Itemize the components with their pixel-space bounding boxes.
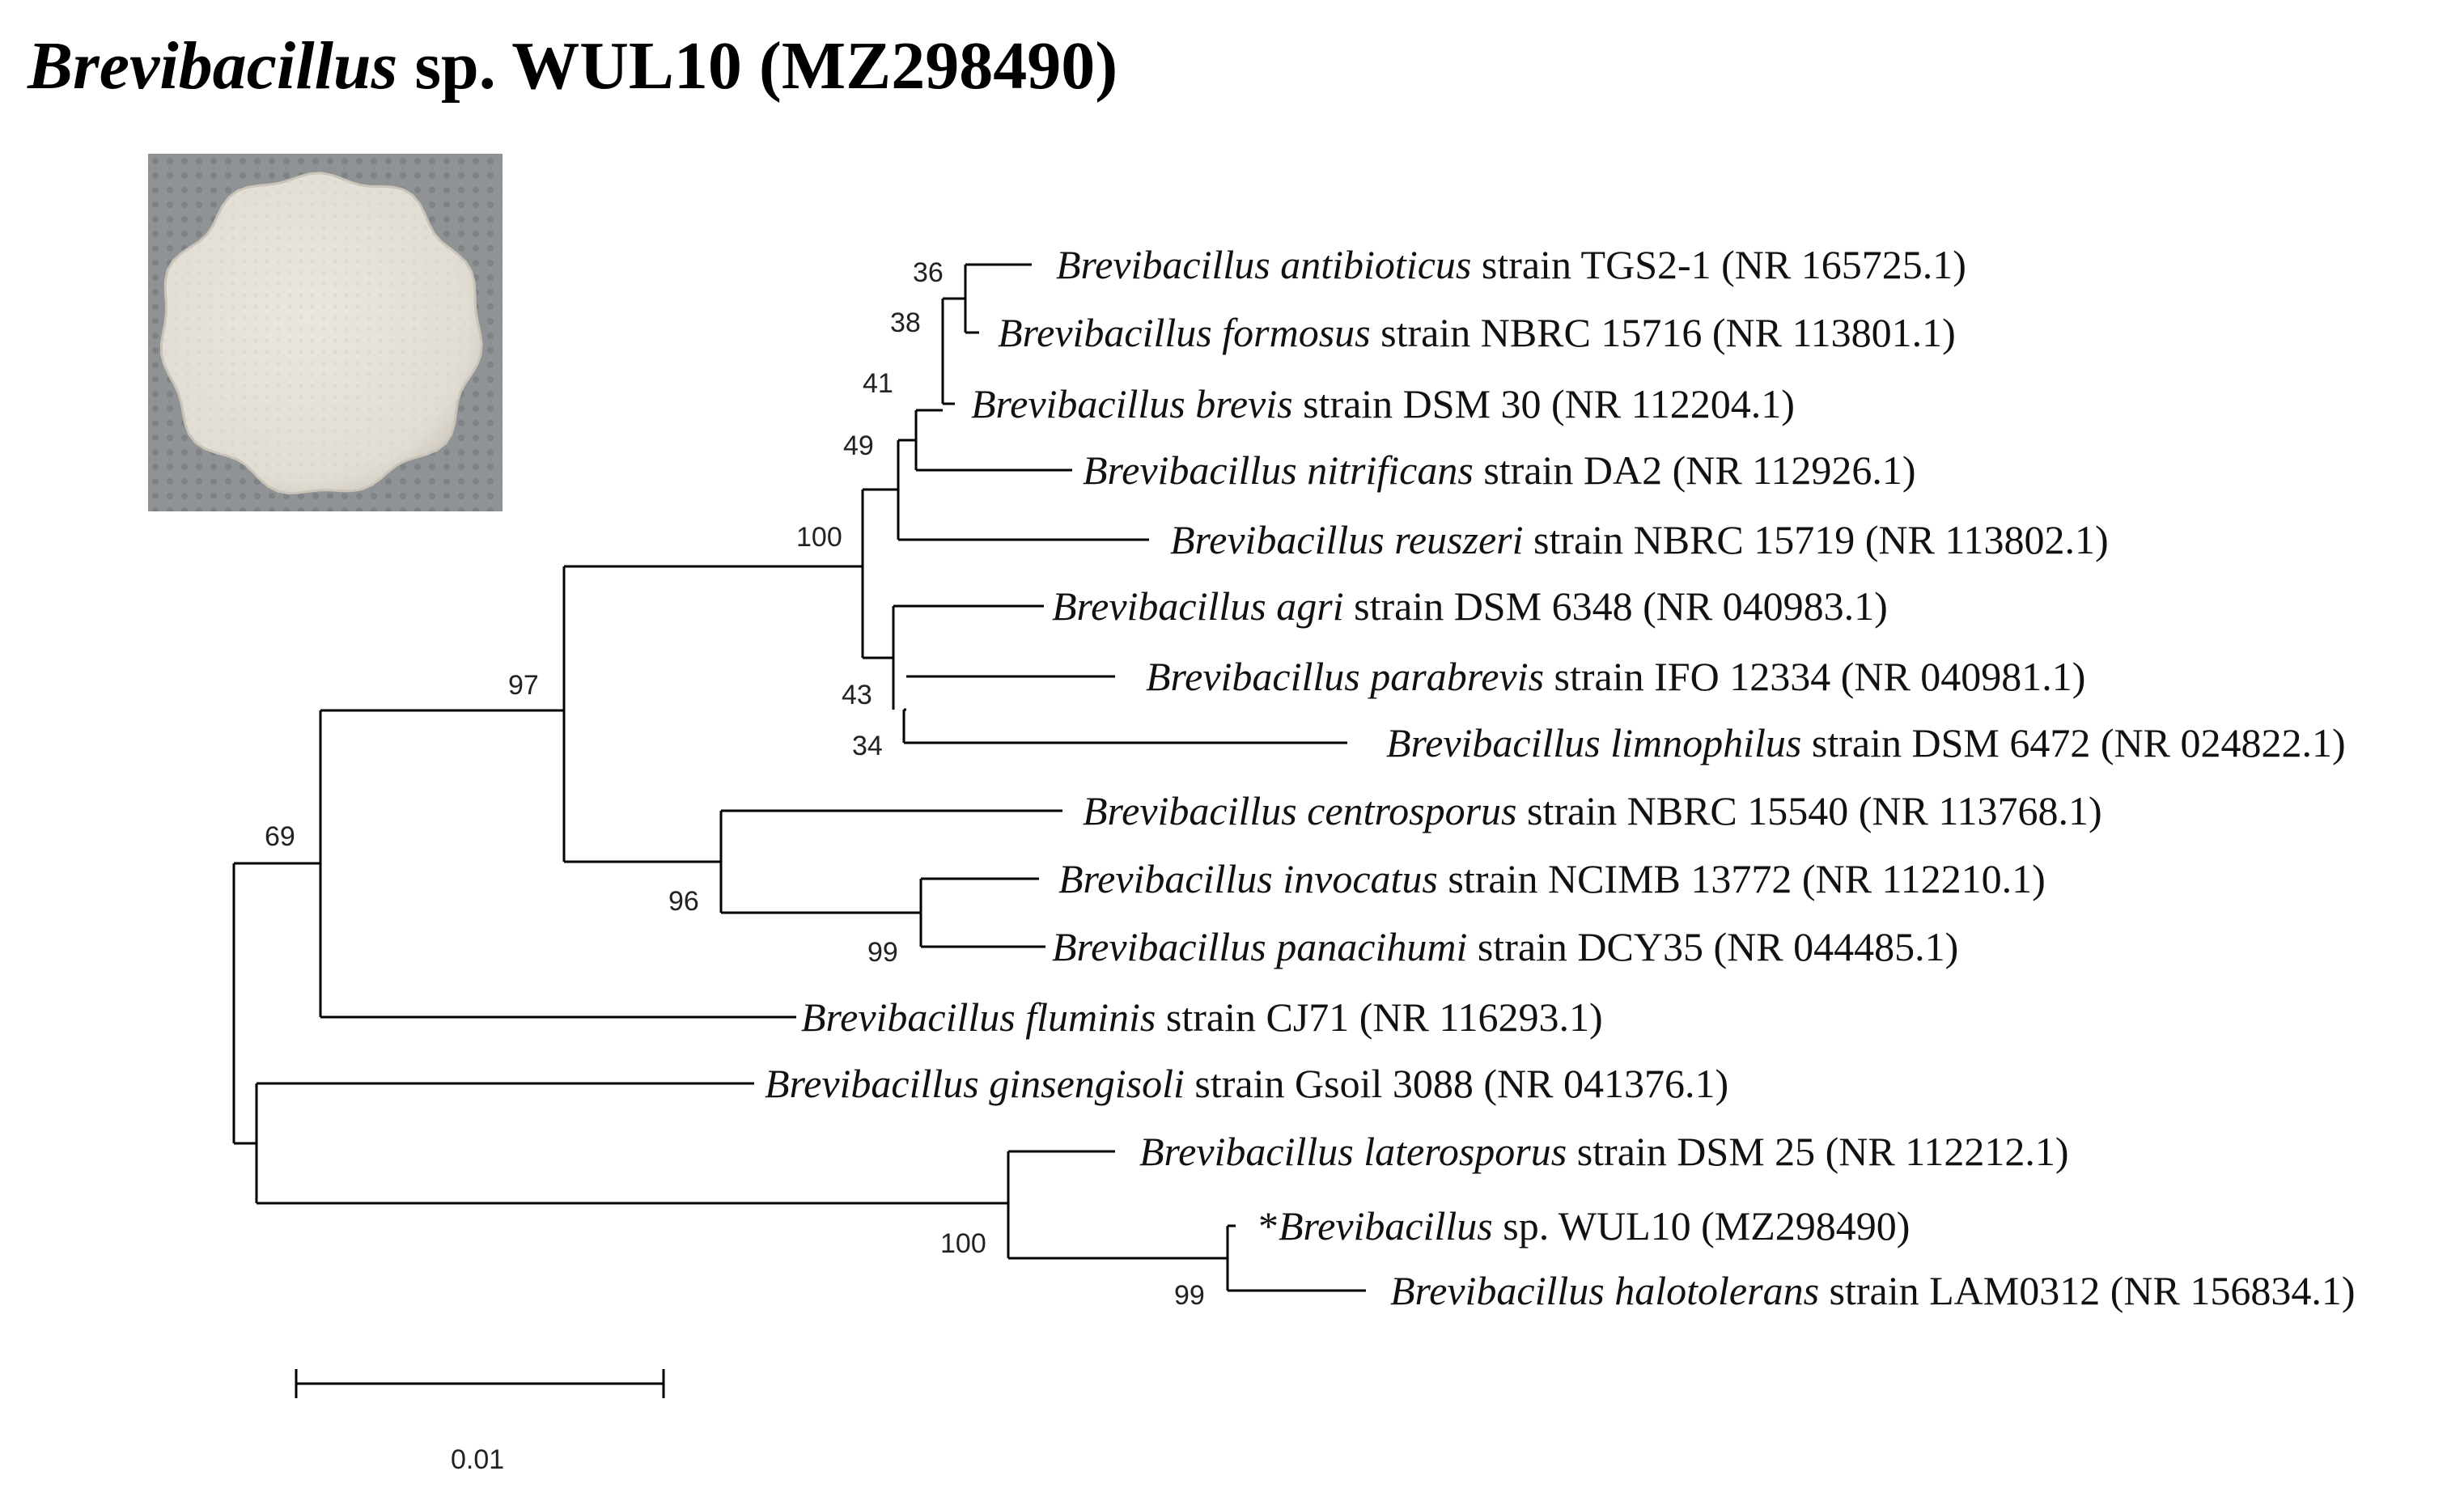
taxon-label-wul10: *Brevibacillus sp. WUL10 (MZ298490) [1258, 1203, 1910, 1249]
taxon-strain: strain DSM 6348 (NR 040983.1) [1344, 583, 1888, 629]
bootstrap-value: 99 [867, 937, 898, 968]
taxon-label-formosus: Brevibacillus formosus strain NBRC 15716… [998, 310, 1956, 355]
bootstrap-labels: 36 38 41 49 100 97 43 34 69 96 99 100 99 [265, 257, 1205, 1311]
taxon-species: Brevibacillus invocatus [1058, 856, 1438, 901]
title-genus: Brevibacillus [28, 28, 398, 104]
taxon-label-brevis: Brevibacillus brevis strain DSM 30 (NR 1… [971, 381, 1795, 426]
bootstrap-value: 100 [796, 522, 842, 553]
bootstrap-value: 41 [863, 368, 893, 399]
colony-texture [161, 172, 482, 494]
bootstrap-value: 69 [265, 821, 295, 852]
taxon-label-fluminis: Brevibacillus fluminis strain CJ71 (NR 1… [801, 994, 1603, 1040]
scale-bar-line [295, 1369, 665, 1398]
taxon-species: Brevibacillus parabrevis [1146, 654, 1544, 699]
taxon-label-nitrificans: Brevibacillus nitrificans strain DA2 (NR… [1083, 447, 1916, 493]
taxon-strain: strain NBRC 15719 (NR 113802.1) [1524, 517, 2109, 562]
scale-bar-label: 0.01 [451, 1444, 504, 1475]
taxon-label-invocatus: Brevibacillus invocatus strain NCIMB 137… [1058, 856, 2046, 901]
taxon-strain: strain IFO 12334 (NR 040981.1) [1544, 654, 2085, 699]
taxon-species: Brevibacillus antibioticus [1056, 242, 1471, 287]
taxon-species: Brevibacillus nitrificans [1083, 447, 1474, 493]
taxon-label-parabrevis: Brevibacillus parabrevis strain IFO 1233… [1146, 654, 2085, 699]
taxon-species: Brevibacillus limnophilus [1386, 720, 1801, 765]
taxon-label-centrosporus: Brevibacillus centrosporus strain NBRC 1… [1083, 788, 2102, 833]
taxon-strain: strain DSM 25 (NR 112212.1) [1567, 1129, 2068, 1174]
taxon-strain: strain NCIMB 13772 (NR 112210.1) [1438, 856, 2046, 901]
taxon-label-agri: Brevibacillus agri strain DSM 6348 (NR 0… [1052, 583, 1888, 629]
taxon-species: Brevibacillus formosus [998, 310, 1371, 355]
taxon-strain: strain DSM 6472 (NR 024822.1) [1801, 720, 2345, 765]
taxon-species: Brevibacillus agri [1052, 583, 1344, 629]
taxon-strain: strain CJ71 (NR 116293.1) [1156, 994, 1602, 1040]
taxon-strain: strain TGS2-1 (NR 165725.1) [1471, 242, 1966, 287]
taxon-label-halotolerans: Brevibacillus halotolerans strain LAM031… [1390, 1268, 2355, 1313]
bootstrap-value: 34 [852, 731, 883, 761]
taxon-label-limnophilus: Brevibacillus limnophilus strain DSM 647… [1386, 720, 2346, 765]
taxon-strain: strain LAM0312 (NR 156834.1) [1819, 1268, 2355, 1313]
bootstrap-value: 36 [913, 257, 944, 288]
taxon-strain: strain NBRC 15540 (NR 113768.1) [1517, 788, 2102, 833]
taxon-strain: strain DCY35 (NR 044485.1) [1467, 924, 1958, 969]
taxon-species: Brevibacillus centrosporus [1083, 788, 1517, 833]
bootstrap-value: 43 [842, 680, 872, 710]
bootstrap-value: 97 [508, 670, 539, 701]
taxon-strain: strain Gsoil 3088 (NR 041376.1) [1185, 1061, 1728, 1106]
bootstrap-value: 99 [1174, 1280, 1205, 1311]
taxon-species: Brevibacillus panacihumi [1052, 924, 1467, 969]
taxon-species: Brevibacillus laterosporus [1139, 1129, 1567, 1174]
bootstrap-value: 96 [668, 886, 699, 917]
bootstrap-value: 100 [940, 1228, 986, 1259]
taxon-prefix: * [1258, 1203, 1279, 1249]
bootstrap-value: 49 [843, 430, 874, 461]
taxon-strain: strain DA2 (NR 112926.1) [1474, 447, 1916, 493]
taxon-label-laterosporus: Brevibacillus laterosporus strain DSM 25… [1139, 1129, 2069, 1174]
taxon-species: Brevibacillus [1279, 1203, 1493, 1249]
bootstrap-value: 38 [890, 307, 921, 338]
title-strain: sp. WUL10 (MZ298490) [397, 28, 1118, 104]
taxon-species: Brevibacillus halotolerans [1390, 1268, 1819, 1313]
taxon-label-panacihumi: Brevibacillus panacihumi strain DCY35 (N… [1052, 924, 1958, 969]
taxon-species: Brevibacillus brevis [971, 381, 1293, 426]
colony-image [148, 154, 503, 511]
taxon-species: Brevibacillus ginsengisoli [765, 1061, 1185, 1106]
taxon-label-ginsengisoli: Brevibacillus ginsengisoli strain Gsoil … [765, 1061, 1728, 1106]
taxon-species: Brevibacillus fluminis [801, 994, 1156, 1040]
taxon-species: Brevibacillus reuszeri [1170, 517, 1524, 562]
figure-title: Brevibacillus sp. WUL10 (MZ298490) [28, 26, 1117, 107]
taxon-strain: sp. WUL10 (MZ298490) [1493, 1203, 1911, 1249]
taxon-labels: Brevibacillus antibioticus strain TGS2-1… [765, 242, 2355, 1313]
taxon-label-reuszeri: Brevibacillus reuszeri strain NBRC 15719… [1170, 517, 2109, 562]
scale-bar: 0.01 [295, 1369, 665, 1475]
taxon-strain: strain DSM 30 (NR 112204.1) [1293, 381, 1795, 426]
tree-branches [232, 263, 1366, 1292]
taxon-label-antibioticus: Brevibacillus antibioticus strain TGS2-1… [1056, 242, 1966, 287]
colony-photo [148, 154, 503, 511]
taxon-strain: strain NBRC 15716 (NR 113801.1) [1371, 310, 1956, 355]
